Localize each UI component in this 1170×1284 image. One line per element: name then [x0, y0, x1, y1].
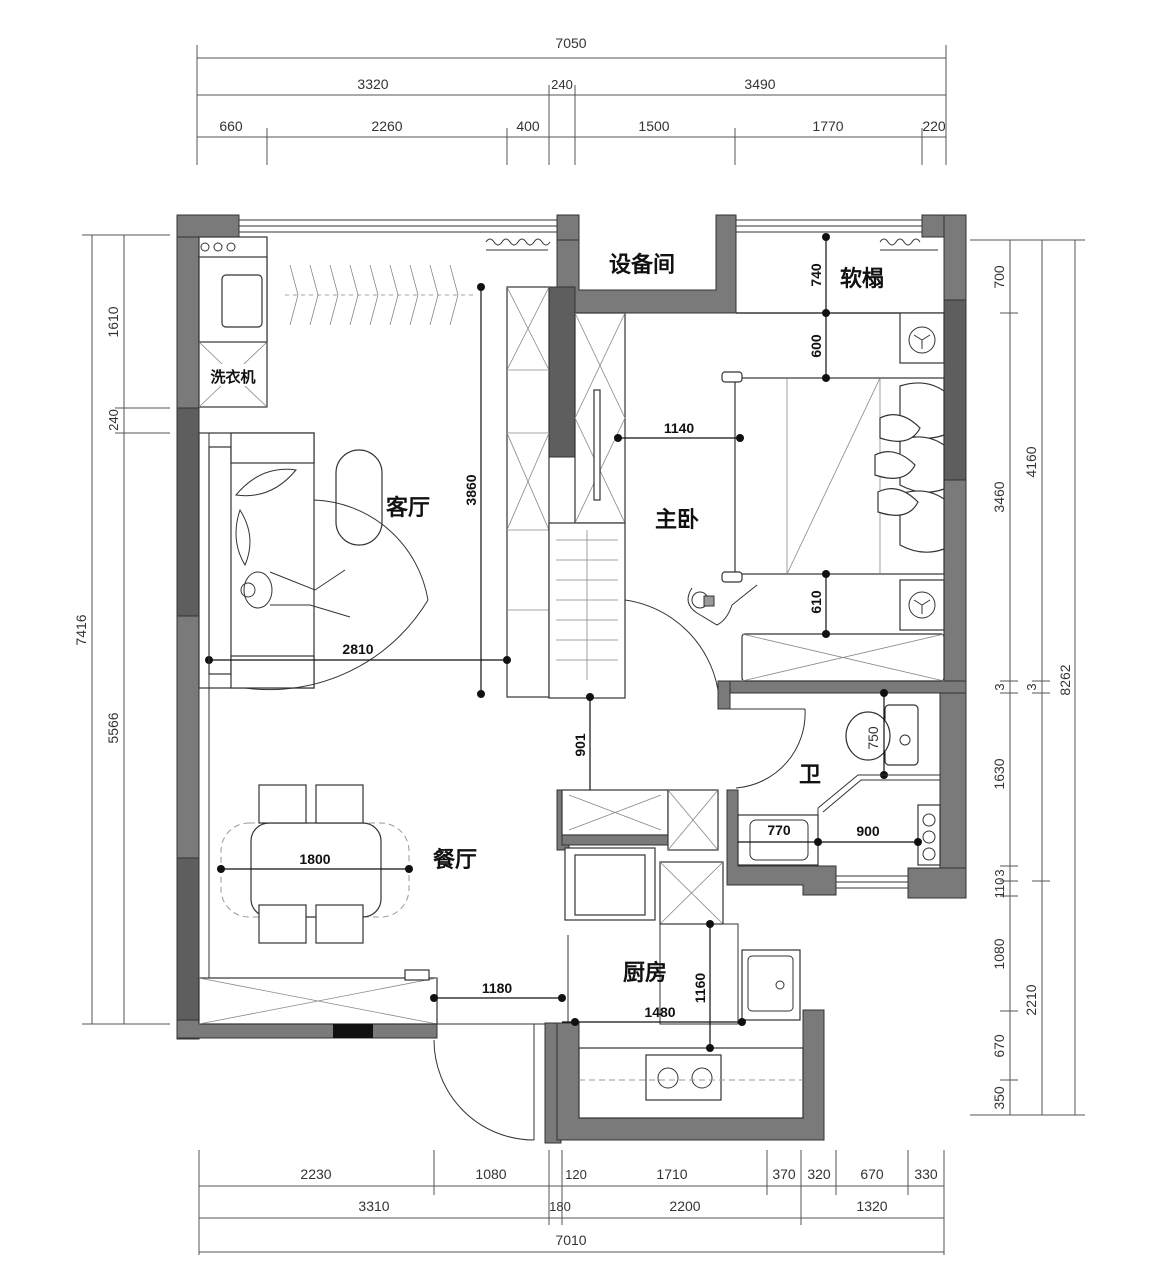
equipment-room: 设备间 [609, 252, 675, 278]
room-label-kitchen: 厨房 [623, 960, 667, 986]
dim-right-inner-2: 3460 [991, 481, 1007, 512]
washer-label: 洗衣机 [210, 368, 255, 386]
dim-right-mid-3: 2210 [1023, 984, 1039, 1015]
dim-right-inner-9: 350 [991, 1086, 1007, 1110]
dim-bottom-total: 7010 [555, 1232, 586, 1248]
corridor: 901 [572, 693, 594, 790]
dim-top-mid-1: 3320 [357, 76, 388, 92]
dim-top-inner-2: 2260 [371, 118, 402, 134]
dim-right-mid-1: 4160 [1023, 446, 1039, 477]
dim-right-total: 8262 [1057, 664, 1073, 695]
inner-dim-kitchen-door: 1180 [482, 980, 513, 996]
dim-bottom-inner-3: 120 [565, 1167, 587, 1182]
dim-bottom-mid-3: 2200 [669, 1198, 700, 1214]
windows [239, 219, 938, 889]
dim-bottom-mid-1: 3310 [358, 1198, 389, 1214]
dim-right-inner-8: 670 [991, 1034, 1007, 1058]
dim-bottom-mid-4: 1320 [856, 1198, 887, 1214]
dim-top-mid-3: 3490 [744, 76, 775, 92]
room-label-bathroom: 卫 [799, 763, 821, 788]
dim-top-inner-1: 660 [219, 118, 243, 134]
dim-bottom-inner-6: 320 [807, 1166, 831, 1182]
dim-bottom-inner-1: 2230 [300, 1166, 331, 1182]
inner-dim-dining-table: 1800 [299, 851, 330, 867]
dim-right-inner-6: 110 [992, 878, 1007, 899]
room-label-master-bedroom: 主卧 [655, 508, 699, 533]
dim-top-total: 7050 [555, 35, 586, 51]
kitchen: 1480 1160 厨房 [561, 789, 804, 1119]
inner-dim-shower: 900 [856, 823, 880, 839]
top-dimensions: 7050 3320 240 3490 660 2260 400 1500 177… [196, 35, 947, 165]
dim-top-mid-2: 240 [551, 77, 573, 92]
room-label-living: 客厅 [386, 495, 430, 521]
dim-left-part-2: 240 [106, 409, 121, 431]
dim-top-inner-6: 220 [922, 118, 946, 134]
dim-bottom-inner-4: 1710 [656, 1166, 687, 1182]
bottom-dimensions: 2230 1080 120 1710 370 320 670 330 3310 … [198, 1150, 945, 1255]
right-dimensions: 8262 4160 3 2210 700 3460 3 1630 3 110 1… [970, 239, 1085, 1116]
dim-right-inner-3: 3 [992, 683, 1007, 690]
inner-dim-corridor: 901 [572, 733, 588, 757]
dim-bottom-inner-8: 330 [914, 1166, 938, 1182]
dim-bottom-inner-2: 1080 [475, 1166, 506, 1182]
master-bedroom: 主卧 1140 600 610 [548, 312, 945, 699]
living-room: 客厅 2810 3860 [198, 283, 550, 698]
room-label-dining: 餐厅 [433, 848, 477, 873]
dim-bottom-inner-7: 670 [860, 1166, 884, 1182]
inner-dim-bedside-top: 600 [808, 334, 824, 358]
room-label-equipment: 设备间 [609, 252, 675, 278]
inner-dim-basin: 770 [767, 822, 791, 838]
left-dimensions: 7416 1610 240 5566 [73, 234, 170, 1025]
inner-dim-tatami: 740 [808, 263, 824, 287]
dim-right-inner-4: 1630 [991, 758, 1007, 789]
dining-area: 1800 餐厅 1180 [198, 432, 566, 1141]
inner-dim-bed-side: 1140 [664, 420, 695, 436]
dim-bottom-mid-2: 180 [549, 1199, 571, 1214]
inner-dim-kitchen-depth: 1160 [692, 973, 708, 1004]
tatami: 软榻 740 [736, 233, 944, 317]
dim-top-inner-3: 400 [516, 118, 540, 134]
inner-dim-kitchen-width: 1480 [644, 1004, 675, 1020]
laundry-area: 洗衣机 [198, 236, 475, 408]
dim-right-inner-1: 700 [991, 265, 1007, 289]
dim-right-mid-2: 3 [1024, 683, 1039, 690]
inner-dim-living-depth: 3860 [463, 474, 479, 505]
inner-dim-living-width: 2810 [342, 641, 373, 657]
inner-dim-bedside-bottom: 610 [808, 590, 824, 614]
dim-left-part-1: 1610 [105, 306, 121, 337]
dim-left-part-3: 5566 [105, 712, 121, 743]
dim-top-inner-5: 1770 [812, 118, 843, 134]
dim-top-inner-4: 1500 [638, 118, 669, 134]
inner-dim-toilet: 750 [865, 726, 881, 750]
room-label-tatami: 软榻 [840, 266, 884, 292]
dim-bottom-inner-5: 370 [772, 1166, 796, 1182]
dim-left-total: 7416 [73, 614, 89, 645]
bathroom: 750 770 900 卫 [730, 689, 941, 866]
dim-right-inner-7: 1080 [991, 938, 1007, 969]
dim-right-inner-5: 3 [992, 869, 1007, 876]
